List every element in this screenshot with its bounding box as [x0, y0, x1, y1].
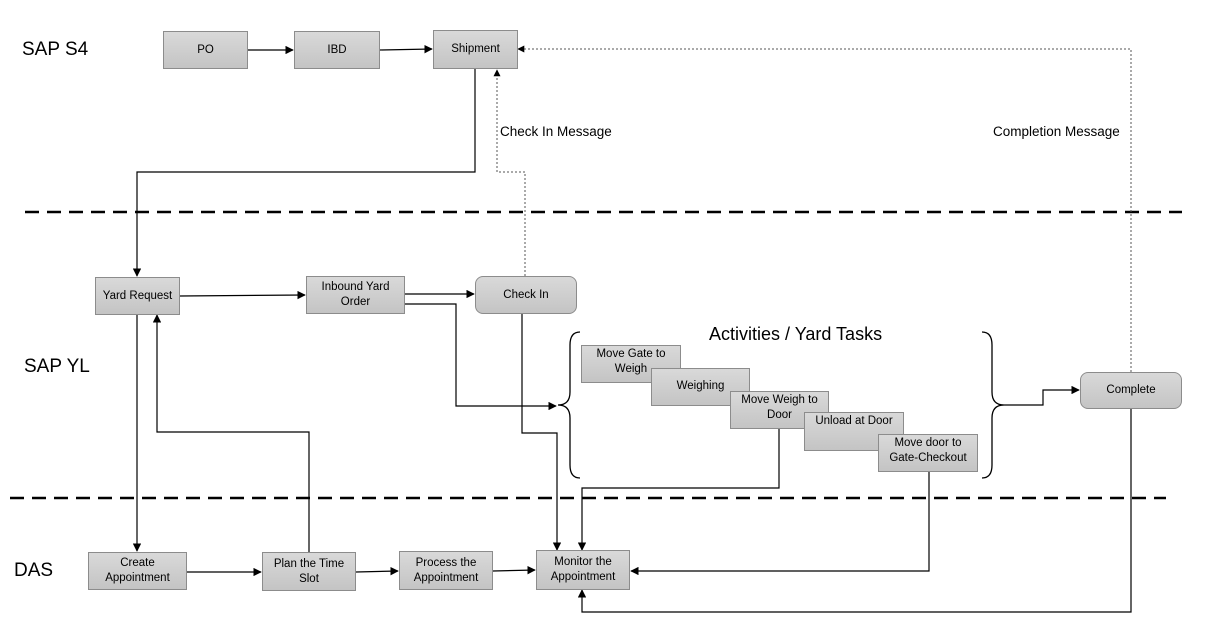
task-unload-at-door[interactable]: Unload at Door [804, 412, 904, 451]
node-create-appointment[interactable]: Create Appointment [88, 552, 187, 590]
node-complete[interactable]: Complete [1080, 372, 1182, 409]
node-shipment[interactable]: Shipment [433, 30, 518, 69]
node-inbound-yard-order[interactable]: Inbound Yard Order [306, 276, 405, 314]
arrow-plan-to-process [355, 566, 399, 576]
activities-left-brace [557, 331, 581, 479]
node-ibd[interactable]: IBD [294, 31, 380, 69]
task-move-weigh-to-door[interactable]: Move Weigh to Door [730, 391, 829, 429]
activities-right-brace [981, 331, 1005, 479]
node-check-in[interactable]: Check In [475, 276, 577, 314]
arrow-complete-to-monitor [577, 409, 1132, 613]
lane-title-sap-yl: SAP YL [24, 356, 90, 377]
label-completion-message: Completion Message [993, 124, 1120, 139]
arrow-plan-time-slot-to-yard-request [152, 314, 310, 552]
arrow-yard-request-to-inbound-order [179, 290, 306, 300]
node-plan-time-slot[interactable]: Plan the Time Slot [262, 552, 356, 591]
label-check-in-message: Check In Message [500, 124, 612, 139]
node-yard-request[interactable]: Yard Request [95, 277, 180, 315]
arrow-check-in-to-monitor [521, 314, 562, 551]
node-po[interactable]: PO [163, 31, 248, 69]
node-process-appointment[interactable]: Process the Appointment [399, 551, 493, 590]
arrow-inbound-order-to-activities [405, 303, 557, 411]
lane-title-sap-s4: SAP S4 [22, 39, 89, 60]
arrow-gate-checkout-to-monitor [630, 472, 930, 576]
arrow-process-to-monitor [492, 565, 536, 575]
arrow-ibd-to-shipment [379, 44, 433, 54]
arrow-check-in-message [493, 69, 526, 276]
activities-heading: Activities / Yard Tasks [709, 324, 883, 344]
node-monitor-appointment[interactable]: Monitor the Appointment [536, 550, 630, 590]
arrow-shipment-to-yard-request [132, 69, 476, 277]
arrow-move-weigh-to-monitor [577, 429, 780, 551]
task-move-door-to-gate-checkout[interactable]: Move door to Gate-Checkout [878, 434, 978, 472]
lane-title-das: DAS [14, 560, 54, 581]
arrow-activities-to-complete [1004, 385, 1080, 406]
